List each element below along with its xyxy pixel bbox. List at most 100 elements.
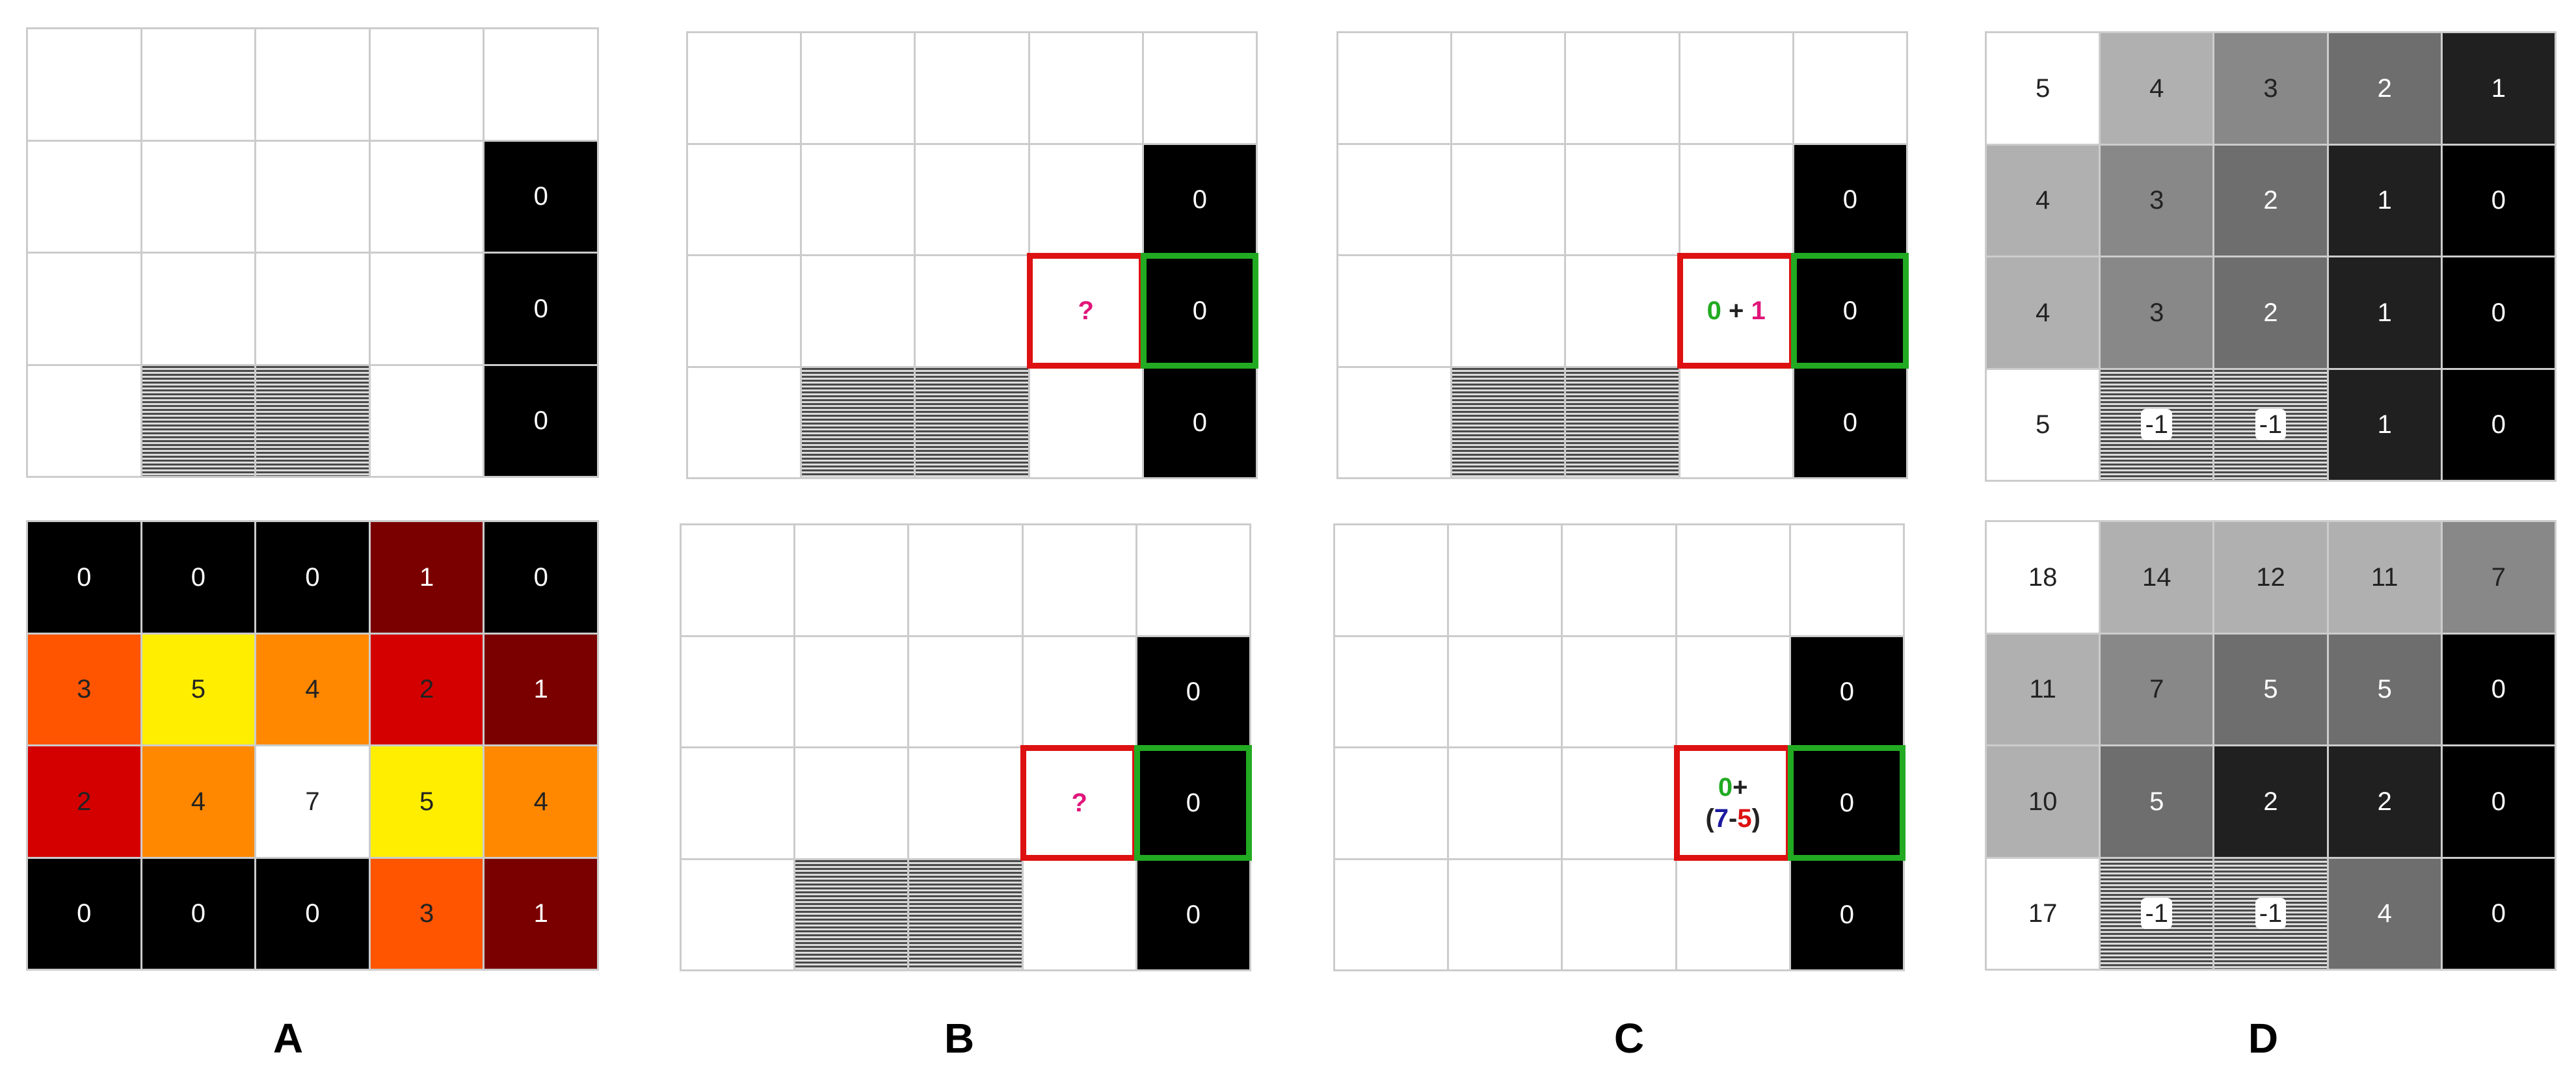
cell-value: 0 bbox=[2491, 899, 2506, 928]
cell-value: 2 bbox=[2263, 186, 2278, 215]
cell-value: 17 bbox=[2028, 899, 2058, 928]
grid-cell: 17 bbox=[1985, 856, 2101, 971]
grid-cell: -1 bbox=[2099, 367, 2215, 482]
cell-value: 7 bbox=[2149, 675, 2164, 704]
grid-cell: 0 bbox=[2440, 856, 2556, 971]
panel-label-d: D bbox=[2248, 1015, 2279, 1062]
obstacle-cell bbox=[254, 363, 371, 478]
empty-cell bbox=[1564, 31, 1680, 145]
cell-value: 1 bbox=[2377, 298, 2392, 327]
cell-value: 0 bbox=[1842, 408, 1858, 437]
empty-cell bbox=[368, 27, 485, 142]
grid-cell: 11 bbox=[1985, 632, 2101, 746]
grid-cell: 11 bbox=[2326, 520, 2443, 635]
cell-value: 0 bbox=[77, 899, 92, 928]
cell-value: 5 bbox=[2263, 675, 2278, 704]
formula-term: 0 bbox=[1718, 773, 1733, 802]
cell-value: 0 bbox=[2491, 298, 2506, 327]
grid-cell: 2 bbox=[2212, 256, 2329, 370]
empty-cell bbox=[1675, 523, 1791, 637]
cell-value: 0 bbox=[191, 899, 206, 928]
grid-cell: 0 bbox=[1788, 635, 1905, 748]
empty-cell bbox=[1447, 635, 1563, 748]
cell-value: 0 bbox=[1842, 296, 1858, 326]
empty-cell bbox=[1336, 31, 1453, 145]
cell-value: 4 bbox=[2377, 899, 2392, 928]
grid-cell: 1 bbox=[2326, 256, 2443, 370]
grid-cell: 0 bbox=[2440, 143, 2556, 257]
empty-cell bbox=[914, 142, 1030, 256]
empty-cell bbox=[1021, 523, 1137, 637]
cell-value: 0 bbox=[2491, 186, 2506, 215]
cell-value: 0 bbox=[1192, 296, 1208, 326]
cell-value: 2 bbox=[2263, 298, 2278, 327]
grid-cell: 4 bbox=[1985, 256, 2101, 370]
grid-cell: 5 bbox=[368, 744, 485, 859]
cell-value: 4 bbox=[191, 787, 206, 816]
cell-value: 2 bbox=[419, 675, 434, 704]
empty-cell bbox=[368, 252, 485, 366]
empty-cell bbox=[1021, 858, 1137, 971]
grid-cell: 1 bbox=[2326, 367, 2443, 482]
empty-cell bbox=[1678, 31, 1794, 145]
grid-cell: 3 bbox=[368, 856, 485, 971]
empty-cell bbox=[1561, 858, 1677, 971]
empty-cell bbox=[483, 27, 599, 142]
grid-cell: ? bbox=[1021, 746, 1137, 860]
cell-value: 3 bbox=[2149, 186, 2164, 215]
panel-label-b: B bbox=[944, 1015, 975, 1062]
cell-value: 2 bbox=[2377, 73, 2392, 103]
empty-cell bbox=[1333, 858, 1450, 971]
cell-value: 7 bbox=[305, 787, 320, 816]
grid-cell: 0 bbox=[1788, 746, 1905, 860]
grid-cell: 1 bbox=[368, 520, 485, 635]
obstacle-cell bbox=[1564, 365, 1680, 479]
grid-cell: 14 bbox=[2099, 520, 2215, 635]
cell-value: 0 bbox=[1186, 789, 1201, 818]
grid-cell: 4 bbox=[483, 744, 599, 859]
cell-value: 0 bbox=[305, 562, 320, 592]
cell-value: 0 bbox=[1839, 900, 1855, 929]
grid-cell: 0 bbox=[2440, 367, 2556, 482]
obstacle-cell bbox=[800, 365, 916, 479]
cell-value: 10 bbox=[2028, 787, 2058, 816]
empty-cell bbox=[1028, 142, 1144, 256]
obstacle-cell bbox=[140, 363, 257, 478]
formula-text: 0 + 1 bbox=[1707, 295, 1766, 326]
grid-cell: 1 bbox=[483, 856, 599, 971]
empty-cell bbox=[1333, 635, 1450, 748]
empty-cell bbox=[1792, 31, 1908, 145]
formula-term: + bbox=[1721, 296, 1751, 326]
formula-term: 5 bbox=[1737, 804, 1752, 833]
empty-cell bbox=[686, 365, 803, 479]
empty-cell bbox=[800, 142, 916, 256]
grid-cell: 2 bbox=[2326, 744, 2443, 859]
grid-cell: 5 bbox=[1985, 367, 2101, 482]
grid-cell: 5 bbox=[2326, 632, 2443, 746]
cell-value: 0 bbox=[533, 406, 548, 436]
grid-cell: 0 bbox=[483, 520, 599, 635]
grid-cell: 2 bbox=[2212, 143, 2329, 257]
grid-cell: 0 bbox=[483, 139, 599, 254]
obstacle-cell bbox=[907, 858, 1024, 971]
grid-cell: 1 bbox=[2326, 143, 2443, 257]
grid-cell: 4 bbox=[254, 632, 371, 746]
formula-term: 0 bbox=[1706, 296, 1721, 326]
grid-cell: 0 bbox=[1141, 142, 1258, 256]
empty-cell bbox=[26, 252, 142, 366]
cell-value: 3 bbox=[2149, 298, 2164, 327]
cell-value: 0 bbox=[305, 899, 320, 928]
empty-cell bbox=[1788, 523, 1905, 637]
cell-value: 5 bbox=[191, 675, 206, 704]
grid-cell: 0 bbox=[1135, 746, 1251, 860]
grid-cell: 0 bbox=[26, 856, 142, 971]
obstacle-value: -1 bbox=[2255, 898, 2287, 930]
grid-cell: 3 bbox=[2099, 256, 2215, 370]
cell-value: 0 bbox=[533, 294, 548, 323]
empty-cell bbox=[1675, 635, 1791, 748]
formula-term: 1 bbox=[1751, 296, 1766, 326]
grid-cell: 0 bbox=[26, 520, 142, 635]
obstacle-value: -1 bbox=[2141, 898, 2173, 930]
